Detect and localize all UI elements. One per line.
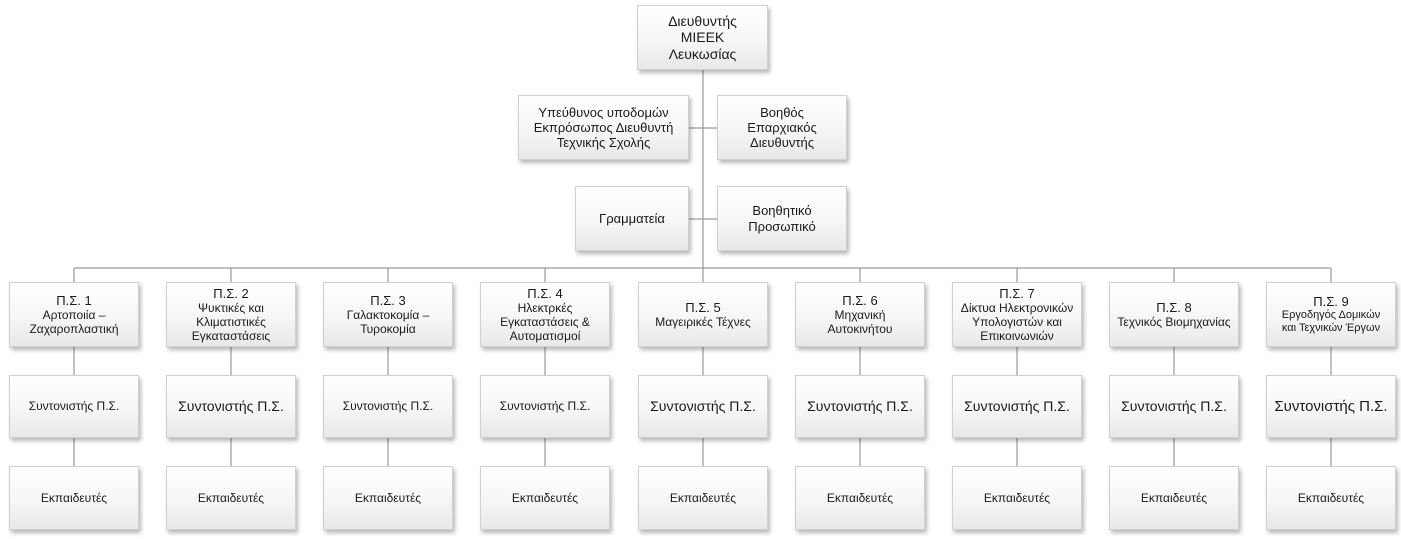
trainers-label: Εκπαιδευτές [669, 490, 737, 505]
trainers-box-2: Εκπαιδευτές [166, 466, 296, 530]
coordinator-box-8: Συντονιστής Π.Σ. [1109, 375, 1239, 438]
department-name-line: Ηλεκτρκές [517, 300, 573, 315]
trainers-label: Εκπαιδευτές [983, 490, 1051, 505]
infrastructure-officer-box: Υπεύθυνος υποδομών Εκπρόσωπος Διευθυντή … [518, 95, 689, 160]
coordinator-box-1: Συντονιστής Π.Σ. [9, 375, 139, 438]
trainers-box-1: Εκπαιδευτές [9, 466, 139, 530]
director-line-3: Λευκωσίας [668, 45, 737, 62]
coordinator-label: Συντονιστής Π.Σ. [342, 399, 434, 414]
department-code: Π.Σ. 3 [370, 292, 406, 308]
infrastructure-line-3: Τεχνικής Σχολής [556, 135, 651, 151]
coordinator-label: Συντονιστής Π.Σ. [28, 399, 120, 414]
department-name-line: Τεχνικός Βιομηχανίας [1117, 315, 1231, 330]
support-staff-line-1: Βοηθητικό [752, 203, 812, 219]
assistant-line-1: Βοηθός [760, 104, 804, 120]
coordinator-label: Συντονιστής Π.Σ. [178, 398, 284, 415]
trainers-box-8: Εκπαιδευτές [1109, 466, 1239, 530]
department-code: Π.Σ. 1 [56, 292, 92, 308]
department-name-line: Μηχανική [834, 308, 886, 322]
department-name-line: Εργοδηγός Δομικών [1281, 309, 1381, 322]
trainers-label: Εκπαιδευτές [197, 490, 265, 505]
department-name-line: Επικοινωνιών [980, 329, 1054, 344]
department-name-line: Ζαχαροπλαστική [29, 322, 119, 337]
coordinator-box-4: Συντονιστής Π.Σ. [480, 375, 610, 438]
department-name-line: και Τεχνικών Έργων [1281, 322, 1381, 335]
coordinator-box-3: Συντονιστής Π.Σ. [323, 375, 453, 438]
trainers-label: Εκπαιδευτές [1297, 490, 1365, 505]
department-name-line: Τυροκομία [360, 322, 416, 337]
coordinator-label: Συντονιστής Π.Σ. [499, 399, 591, 414]
department-name-line: Εγκαταστάσεις & [500, 315, 590, 330]
coordinator-label: Συντονιστής Π.Σ. [650, 398, 756, 415]
department-name-line: Αρτοποιία – [42, 308, 106, 322]
coordinator-label: Συντονιστής Π.Σ. [1121, 398, 1227, 415]
trainers-label: Εκπαιδευτές [1140, 490, 1208, 505]
department-name-line: Αυτοκινήτου [827, 322, 893, 337]
coordinator-box-5: Συντονιστής Π.Σ. [638, 375, 768, 438]
department-name-line: Αυτοματισμοί [509, 329, 581, 344]
trainers-box-9: Εκπαιδευτές [1266, 466, 1396, 530]
support-staff-box: Βοηθητικό Προσωπικό [717, 186, 847, 251]
coordinator-box-6: Συντονιστής Π.Σ. [795, 375, 925, 438]
secretariat-box: Γραμματεία [575, 186, 689, 251]
coordinator-label: Συντονιστής Π.Σ. [964, 398, 1070, 415]
assistant-director-box: Βοηθός Επαρχιακός Διευθυντής [717, 95, 847, 160]
trainers-box-3: Εκπαιδευτές [323, 466, 453, 530]
coordinator-box-2: Συντονιστής Π.Σ. [166, 375, 296, 438]
department-code: Π.Σ. 4 [527, 285, 563, 301]
infrastructure-line-2: Εκπρόσωπος Διευθυντή [533, 119, 674, 135]
trainers-label: Εκπαιδευτές [40, 490, 108, 505]
coordinator-label: Συντονιστής Π.Σ. [807, 398, 913, 415]
department-code: Π.Σ. 9 [1313, 293, 1349, 309]
secretariat-label: Γραμματεία [599, 210, 665, 226]
department-code: Π.Σ. 8 [1156, 299, 1192, 315]
trainers-box-5: Εκπαιδευτές [638, 466, 768, 530]
director-box: Διευθυντής ΜΙΕΕΚ Λευκωσίας [637, 5, 768, 70]
coordinator-box-7: Συντονιστής Π.Σ. [952, 375, 1082, 438]
department-name-line: Ψυκτικές και [198, 300, 264, 315]
department-name-line: Κλιματιστικές [196, 315, 266, 330]
assistant-line-3: Διευθυντής [750, 135, 814, 151]
trainers-box-4: Εκπαιδευτές [480, 466, 610, 530]
trainers-label: Εκπαιδευτές [826, 490, 894, 505]
trainers-label: Εκπαιδευτές [354, 490, 422, 505]
department-name-line: Μαγειρικές Τέχνες [655, 315, 751, 330]
trainers-box-7: Εκπαιδευτές [952, 466, 1082, 530]
director-line-1: Διευθυντής [668, 12, 737, 29]
department-code: Π.Σ. 5 [685, 299, 721, 315]
support-staff-line-2: Προσωπικό [748, 218, 816, 234]
department-code: Π.Σ. 7 [999, 285, 1035, 301]
department-name-line: Εγκαταστάσεις [191, 329, 271, 344]
coordinator-label: Συντονιστής Π.Σ. [1274, 397, 1388, 415]
infrastructure-line-1: Υπεύθυνος υποδομών [538, 104, 669, 120]
department-code: Π.Σ. 2 [213, 285, 249, 301]
department-name-line: Δίκτυα Ηλεκτρονικών [960, 300, 1074, 315]
department-code: Π.Σ. 6 [842, 292, 878, 308]
assistant-line-2: Επαρχιακός [747, 119, 817, 135]
director-line-2: ΜΙΕΕΚ [680, 29, 725, 46]
trainers-label: Εκπαιδευτές [511, 490, 579, 505]
department-name-line: Υπολογιστών και [972, 315, 1062, 330]
department-name-line: Γαλακτοκομία – [346, 308, 430, 322]
trainers-box-6: Εκπαιδευτές [795, 466, 925, 530]
coordinator-box-9: Συντονιστής Π.Σ. [1266, 375, 1396, 438]
